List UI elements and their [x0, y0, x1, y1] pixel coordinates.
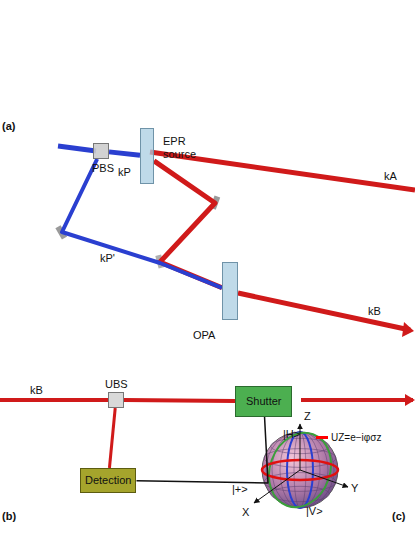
node-label: PBS — [92, 162, 114, 175]
panel-label: (b) — [2, 510, 16, 522]
node-label: EPR source — [163, 135, 215, 160]
legend-swatch — [316, 436, 328, 439]
beam-splitter-cube: UBS — [108, 392, 124, 408]
beam-label: kP — [118, 166, 131, 178]
pump-beam — [58, 146, 96, 151]
output-beam — [238, 293, 410, 330]
beam-connector — [109, 408, 115, 468]
beam-connector — [154, 161, 222, 288]
beam-connector — [109, 152, 140, 155]
beam-arrowhead — [402, 322, 414, 337]
beam — [0, 398, 108, 402]
nonlinear-crystal: OPA — [222, 262, 238, 320]
beam-label: kB — [30, 384, 43, 396]
shutter-box: Shutter — [235, 386, 292, 417]
node-label: Shutter — [246, 395, 281, 408]
panel-label: (c) — [392, 510, 405, 522]
beam-label: X — [242, 506, 249, 518]
beam-splitter-cube: PBS — [93, 143, 109, 159]
beam-label: |V> — [306, 505, 323, 517]
node-label: UBS — [105, 378, 128, 391]
beam — [301, 398, 413, 402]
beam-arrowhead — [405, 394, 415, 406]
beam-connector — [124, 398, 235, 403]
beam-label: |+> — [232, 483, 248, 495]
nonlinear-crystal: EPR source — [140, 128, 154, 184]
panel-label: (a) — [2, 120, 15, 132]
beam-label: kP' — [100, 252, 115, 264]
beam-label: kA — [384, 170, 397, 182]
beam-connector — [136, 417, 268, 483]
legend-text: UZ=e−iφσz — [331, 432, 381, 443]
beam-label: |H> — [283, 428, 300, 440]
legend-entry: UZ=e−iφσz — [316, 432, 381, 443]
beam-label: Z — [304, 410, 311, 422]
node-label: Detection — [85, 474, 131, 487]
beam-label: kB — [368, 305, 381, 317]
node-label: OPA — [193, 329, 215, 342]
detector-box: Detection — [80, 468, 136, 493]
beam-label: Y — [351, 482, 358, 494]
